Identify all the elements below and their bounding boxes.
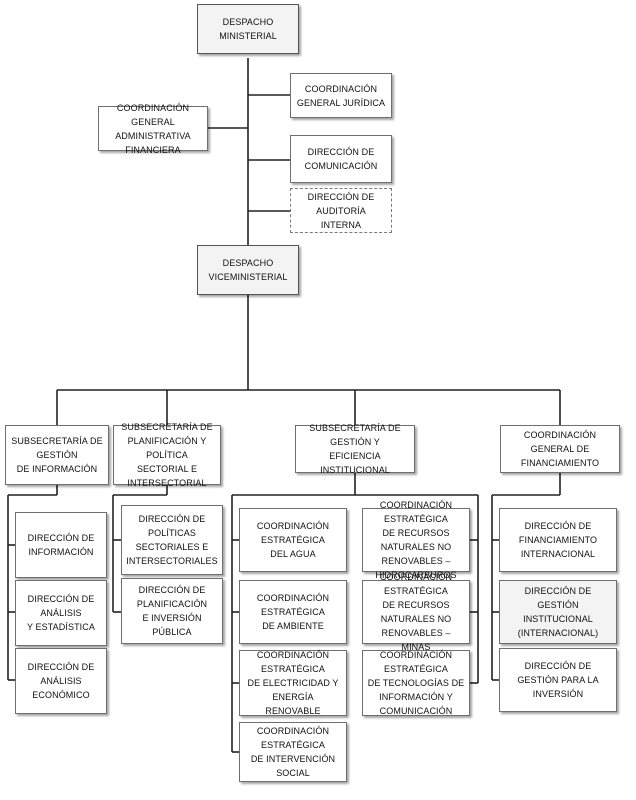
label-direccion-gestion-institucional: Dirección de Gestión Institucional (Inte…: [517, 586, 599, 638]
label-direccion-politicas: Dirección de Políticas Sectoriales e Int…: [126, 514, 218, 566]
label-direccion-planificacion-inversion: Dirección de Planificación e Inversión P…: [136, 585, 208, 637]
box-ce-ambiente: Coordinación Estratégica de Ambiente: [239, 580, 347, 644]
box-direccion-auditoria: Dirección de Auditoría Interna: [290, 188, 392, 233]
label-direccion-analisis-economico: Dirección de Análisis Económico: [27, 662, 95, 700]
label-subsecretaria-planificacion: Subsecretaría de Planificación y Polític…: [121, 422, 213, 488]
box-direccion-gestion-inversion: Dirección de Gestión para la Inversión: [499, 648, 617, 712]
box-direccion-informacion: Dirección de Información: [15, 512, 107, 578]
label-despacho-viceministerial: Despacho Viceministerial: [208, 258, 288, 282]
box-direccion-planificacion-inversion: Dirección de Planificación e Inversión P…: [121, 578, 223, 644]
box-ce-intervencion: Coordinación Estratégica de Intervención…: [239, 722, 347, 782]
box-despacho-ministerial: Despacho Ministerial: [197, 4, 299, 54]
label-subsecretaria-eficiencia: Subsecretaría de Gestión y Eficiencia In…: [309, 423, 401, 475]
box-direccion-gestion-institucional: Dirección de Gestión Institucional (Inte…: [499, 580, 617, 644]
label-coordinacion-financiamiento: Coordinación General de Financiamiento: [520, 430, 600, 468]
box-coordinacion-juridica: Coordinación General Jurídica: [290, 73, 392, 118]
label-direccion-financiamiento-internacional: Dirección de Financiamiento Internaciona…: [518, 521, 598, 559]
box-subsecretaria-planificacion: Subsecretaría de Planificación y Polític…: [113, 422, 221, 488]
box-ce-agua: Coordinación Estratégica del Agua: [239, 508, 347, 572]
label-direccion-informacion: Dirección de Información: [27, 533, 95, 557]
box-subsecretaria-informacion: Subsecretaría de Gestión de Información: [5, 425, 109, 485]
box-ce-minas: Coordinación Estratégica de Recursos Nat…: [362, 572, 470, 652]
label-ce-ambiente: Coordinación Estratégica de Ambiente: [256, 593, 330, 631]
label-ce-agua: Coordinación Estratégica del Agua: [256, 521, 330, 559]
label-direccion-auditoria: Dirección de Auditoría Interna: [307, 191, 375, 230]
label-coordinacion-administrativa: Coordinación General Administrativa Fina…: [115, 102, 191, 155]
label-despacho-ministerial: Despacho Ministerial: [219, 17, 277, 41]
box-coordinacion-administrativa: Coordinación General Administrativa Fina…: [98, 103, 208, 155]
box-subsecretaria-eficiencia: Subsecretaría de Gestión y Eficiencia In…: [295, 423, 415, 475]
box-ce-tecnologias: Coordinación Estratégica de Tecnologías …: [362, 650, 470, 716]
box-coordinacion-financiamiento: Coordinación General de Financiamiento: [500, 425, 620, 473]
box-direccion-analisis-estadistica: Dirección de Análisis y Estadística: [15, 580, 107, 646]
box-direccion-analisis-economico: Dirección de Análisis Económico: [15, 648, 107, 714]
label-ce-minas: Coordinación Estratégica de Recursos Nat…: [379, 572, 453, 652]
label-ce-hidrocarburos: Coordinación Estratégica de Recursos Nat…: [375, 500, 457, 580]
box-direccion-comunicacion: Dirección de Comunicación: [290, 135, 392, 183]
label-direccion-comunicacion: Dirección de Comunicación: [304, 147, 378, 171]
box-despacho-viceministerial: Despacho Viceministerial: [197, 245, 299, 295]
box-ce-hidrocarburos: Coordinación Estratégica de Recursos Nat…: [362, 500, 470, 580]
label-coordinacion-juridica: Coordinación General Jurídica: [296, 83, 386, 108]
label-ce-electricidad: Coordinación Estratégica de Electricidad…: [247, 650, 339, 716]
box-ce-electricidad: Coordinación Estratégica de Electricidad…: [239, 650, 347, 716]
box-direccion-politicas: Dirección de Políticas Sectoriales e Int…: [121, 505, 223, 575]
label-direccion-analisis-estadistica: Dirección de Análisis y Estadística: [27, 594, 95, 632]
label-ce-tecnologias: Coordinación Estratégica de Tecnologías …: [367, 650, 465, 716]
box-direccion-financiamiento-internacional: Dirección de Financiamiento Internaciona…: [499, 508, 617, 572]
label-direccion-gestion-inversion: Dirección de Gestión para la Inversión: [517, 661, 599, 699]
label-subsecretaria-informacion: Subsecretaría de Gestión de Información: [11, 436, 103, 474]
label-ce-intervencion: Coordinación Estratégica de Intervención…: [250, 726, 336, 778]
